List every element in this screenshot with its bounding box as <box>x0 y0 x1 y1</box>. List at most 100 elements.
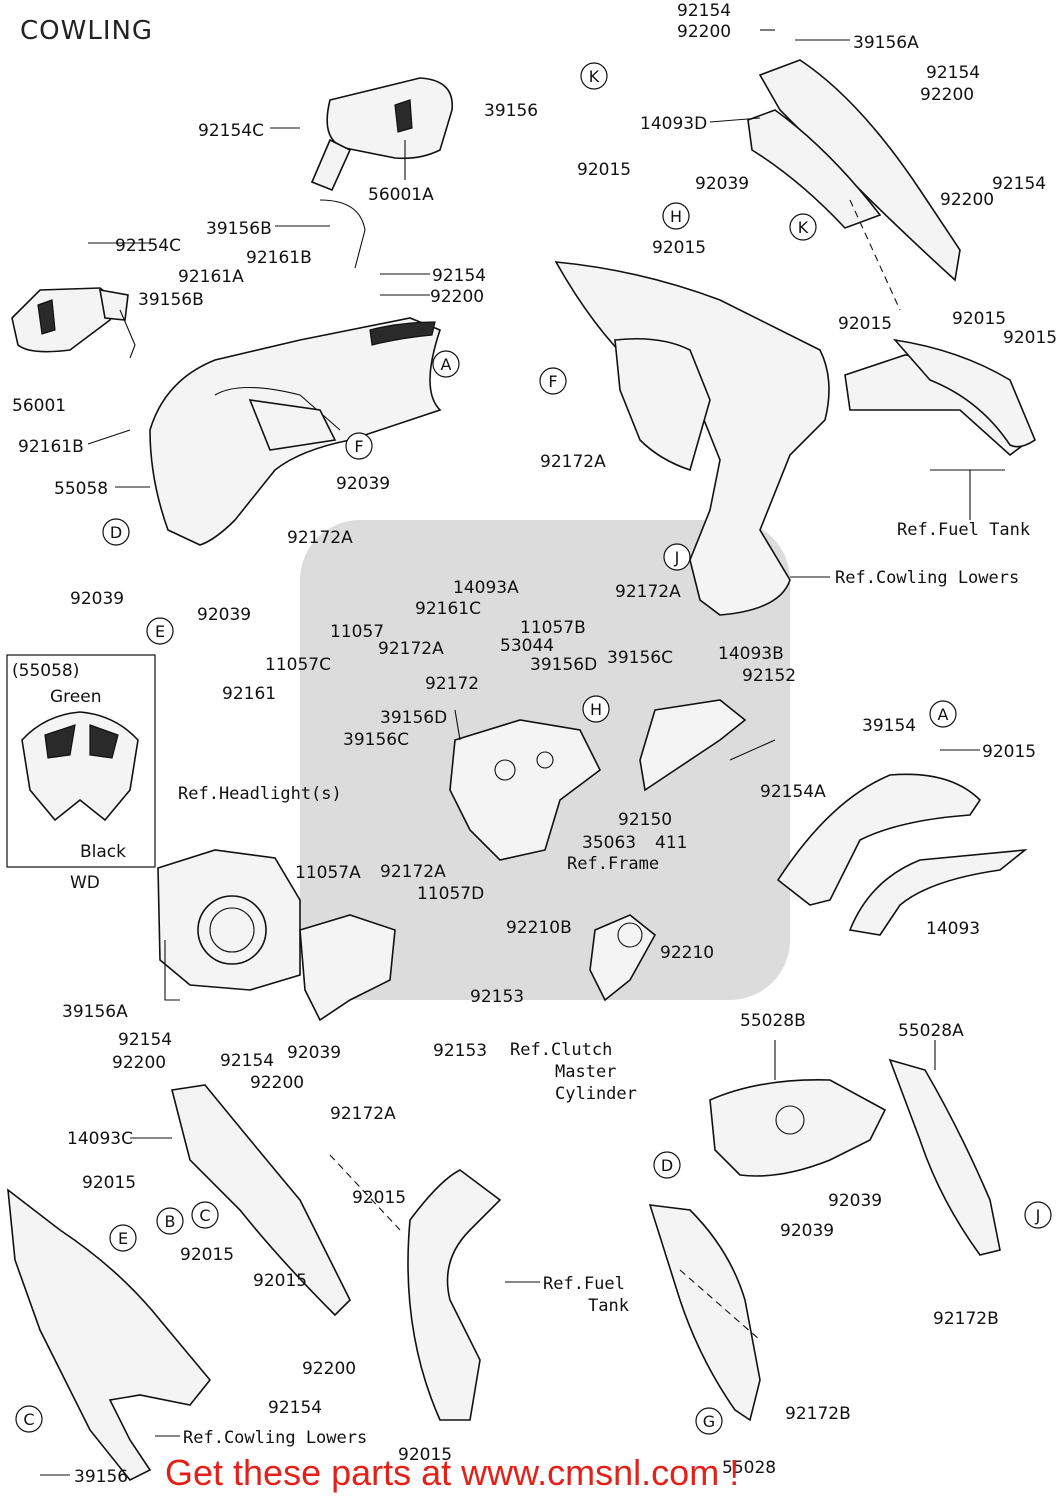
part-label: 92210B <box>506 918 572 938</box>
part-label: 55028B <box>740 1011 806 1031</box>
part-label: 92161C <box>415 599 481 619</box>
part-label: 92172 <box>425 674 479 694</box>
headlight-assembly[interactable] <box>157 849 301 1001</box>
part-label: 53044 <box>500 636 554 656</box>
inner-panel-14093B[interactable] <box>639 699 747 792</box>
callout-bubble-f-mid: F <box>345 432 373 460</box>
part-label: 55028A <box>898 1021 964 1041</box>
part-label: 92152 <box>742 666 796 686</box>
part-label: 39156B <box>138 290 204 310</box>
svg-text:H: H <box>590 700 602 719</box>
part-label: 92039 <box>287 1043 341 1063</box>
side-fairing-left-main[interactable] <box>7 1188 212 1482</box>
promo-banner-link[interactable]: Get these parts at www.cmsnl.com ! <box>165 1452 740 1493</box>
part-label: 92200 <box>677 22 731 42</box>
part-label: 92161B <box>18 437 84 457</box>
part-label: 92154C <box>115 236 181 256</box>
part-label: 92172A <box>378 639 444 659</box>
clutch-bracket[interactable] <box>589 914 657 1002</box>
svg-text:Ref.Cowling Lowers: Ref.Cowling Lowers <box>835 568 1019 588</box>
svg-text:C: C <box>199 1206 210 1225</box>
callout-bubble-h-top: H <box>662 202 690 230</box>
part-label: 92015 <box>253 1271 307 1291</box>
part-label: 92200 <box>920 85 974 105</box>
part-label: 92200 <box>940 190 994 210</box>
part-label: 92161 <box>222 684 276 704</box>
fuel-tank-cover-left[interactable] <box>407 1169 502 1421</box>
part-label: 14093B <box>718 644 784 664</box>
inner-cover-55028[interactable] <box>648 1204 761 1422</box>
part-label: 92154 <box>432 266 486 286</box>
part-label: 92153 <box>470 987 524 1007</box>
part-label: 92161B <box>246 248 312 268</box>
part-label: 92172A <box>380 862 446 882</box>
svg-text:Ref.Headlight(s): Ref.Headlight(s) <box>178 784 342 804</box>
mirror-right[interactable] <box>310 77 453 269</box>
part-label: 92015 <box>1003 328 1057 348</box>
part-label: 92154 <box>220 1051 274 1071</box>
inner-cover-55028A[interactable] <box>888 1058 1001 1256</box>
part-label: 92172A <box>330 1104 396 1124</box>
part-label: 11057D <box>417 884 484 904</box>
part-label: 56001 <box>12 396 66 416</box>
part-label: 39156A <box>853 33 919 53</box>
part-label: 39154 <box>862 716 916 736</box>
part-label: 92154A <box>760 782 826 802</box>
page-title: COWLING <box>20 16 154 46</box>
callout-bubble-c-corner: C <box>15 1405 43 1433</box>
callout-bubble-k-top: K <box>580 62 608 90</box>
part-label: 35063 <box>582 833 636 853</box>
part-label: 92154 <box>118 1030 172 1050</box>
callout-bubble-f-right: F <box>539 367 567 395</box>
svg-text:Ref.Fuel Tank: Ref.Fuel Tank <box>897 520 1030 540</box>
part-label: 39156A <box>62 1002 128 1022</box>
svg-text:G: G <box>703 1412 715 1431</box>
part-label: 14093C <box>67 1129 133 1149</box>
part-label: 39156C <box>607 648 673 668</box>
part-label: 92015 <box>180 1245 234 1265</box>
part-label: 92172A <box>615 582 681 602</box>
part-label: 11057A <box>295 863 361 883</box>
part-label: 92172B <box>933 1309 999 1329</box>
part-label: 39156D <box>530 655 597 675</box>
part-label: 92153 <box>433 1041 487 1061</box>
svg-text:J: J <box>674 548 680 567</box>
part-label: 39156 <box>74 1467 128 1487</box>
side-fairing-right-upper[interactable] <box>747 59 961 282</box>
callout-bubble-a-right: A <box>929 700 957 728</box>
part-label: 14093A <box>453 578 519 598</box>
fuel-tank-cover-right[interactable] <box>892 338 1036 448</box>
svg-text:E: E <box>155 622 165 641</box>
part-label: 92039 <box>828 1191 882 1211</box>
svg-text:Green: Green <box>50 687 101 707</box>
headlight-stay[interactable] <box>299 914 396 1022</box>
side-fairing-left-upper[interactable] <box>171 1084 351 1317</box>
part-label: 92154 <box>677 1 731 21</box>
svg-text:Ref.Frame: Ref.Frame <box>567 854 659 874</box>
part-label: 56001A <box>368 185 434 205</box>
part-label: 92039 <box>780 1221 834 1241</box>
windscreen-39154[interactable] <box>776 773 1028 936</box>
part-label: 92172A <box>540 452 606 472</box>
part-label: 92015 <box>952 309 1006 329</box>
callout-bubble-b-bottom: B <box>156 1207 184 1235</box>
callout-bubble-d-left: D <box>102 518 130 546</box>
mirror-left[interactable] <box>11 287 136 359</box>
part-label: 11057C <box>265 655 331 675</box>
callout-bubble-e-left: E <box>146 617 174 645</box>
part-label: 92015 <box>352 1188 406 1208</box>
svg-text:Ref.Cowling Lowers: Ref.Cowling Lowers <box>183 1428 367 1448</box>
part-label: 92200 <box>302 1359 356 1379</box>
part-label: 92039 <box>336 474 390 494</box>
svg-text:Master: Master <box>555 1062 616 1082</box>
part-label: 92039 <box>197 605 251 625</box>
meter-bracket[interactable] <box>449 719 602 861</box>
part-label: 411 <box>655 833 687 853</box>
part-label: 92039 <box>695 174 749 194</box>
callout-bubble-e-bottom: E <box>109 1224 137 1252</box>
upper-cowl[interactable] <box>149 317 442 546</box>
svg-text:D: D <box>661 1156 673 1175</box>
inner-cover-55028B[interactable] <box>709 1079 887 1177</box>
svg-text:A: A <box>938 705 949 724</box>
inset-labels: (55058) Green Black WD <box>12 661 126 893</box>
